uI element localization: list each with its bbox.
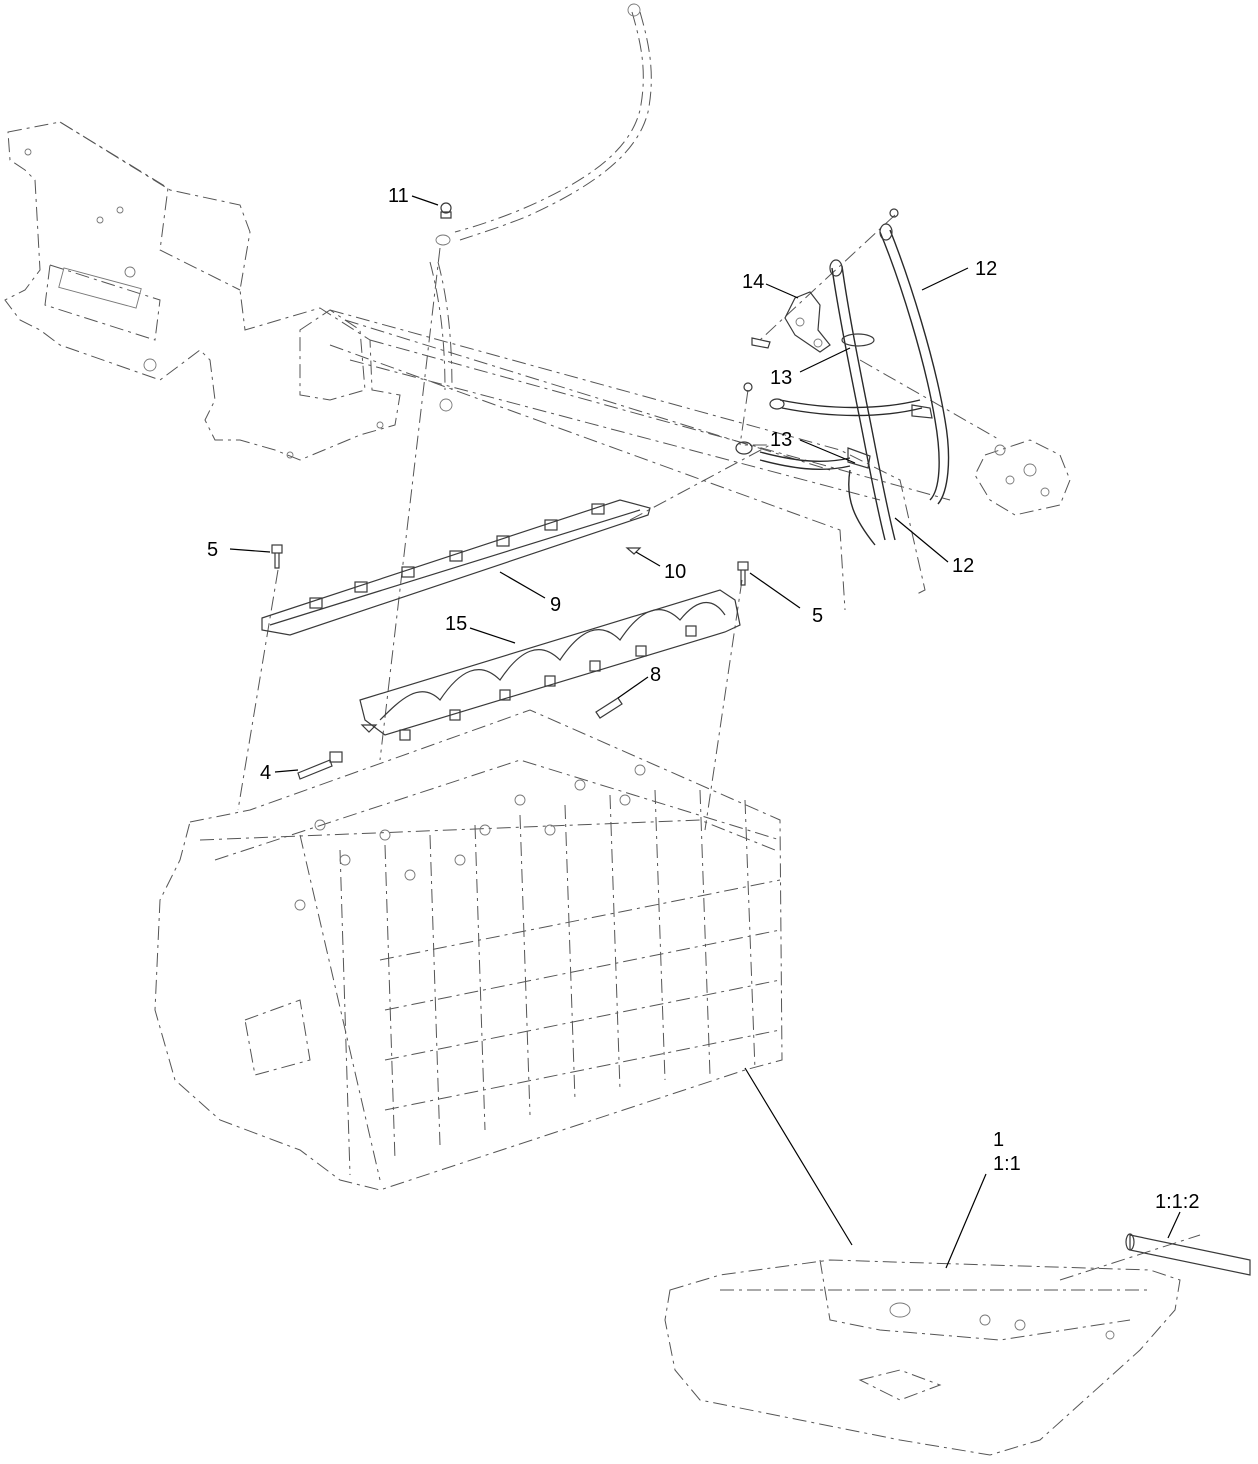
callout-5-left: 5 (207, 539, 218, 561)
callout-5-right: 5 (812, 605, 823, 627)
main-battery-cable (454, 3, 652, 241)
bracket-14 (751, 291, 831, 353)
wire-harness-15 (359, 589, 741, 741)
mounting-bracket-plate (4, 121, 401, 461)
explosion-lines (237, 214, 1201, 1281)
cable-assembly-12 (735, 208, 950, 546)
callout-1: 1 (993, 1129, 1004, 1151)
bolts (271, 544, 749, 733)
callout-1-1-2: 1:1:2 (1155, 1191, 1199, 1213)
cable-nut-11 (429, 202, 453, 412)
sensor-4 (297, 751, 343, 780)
harness-terminals (399, 625, 697, 741)
battery-tray (664, 1259, 1181, 1456)
battery-cells (214, 759, 781, 1176)
battery-pack (154, 709, 783, 1191)
callout-labels: 11 14 12 13 13 12 5 10 9 5 15 8 4 1 1:1 … (207, 185, 1199, 1213)
fuse-8 (595, 697, 623, 719)
callout-15: 15 (445, 613, 467, 635)
callout-9: 9 (550, 594, 561, 616)
callout-11: 11 (388, 185, 409, 207)
callout-13-lower: 13 (770, 429, 792, 451)
callout-12-lower: 12 (952, 555, 974, 577)
callout-4: 4 (260, 762, 271, 784)
callout-10: 10 (664, 561, 686, 583)
cell-terminals (294, 764, 646, 911)
busbar-terminals (309, 503, 605, 609)
callout-13-upper: 13 (770, 367, 792, 389)
callout-1-1: 1:1 (993, 1153, 1021, 1175)
contactor-component (974, 439, 1071, 516)
foam-strip-1-1-2 (1125, 1233, 1251, 1276)
callout-8: 8 (650, 664, 661, 686)
busbar-9 (261, 499, 651, 636)
callout-12-upper: 12 (975, 258, 997, 280)
callout-14: 14 (742, 271, 764, 293)
leader-lines (229, 195, 1181, 1269)
